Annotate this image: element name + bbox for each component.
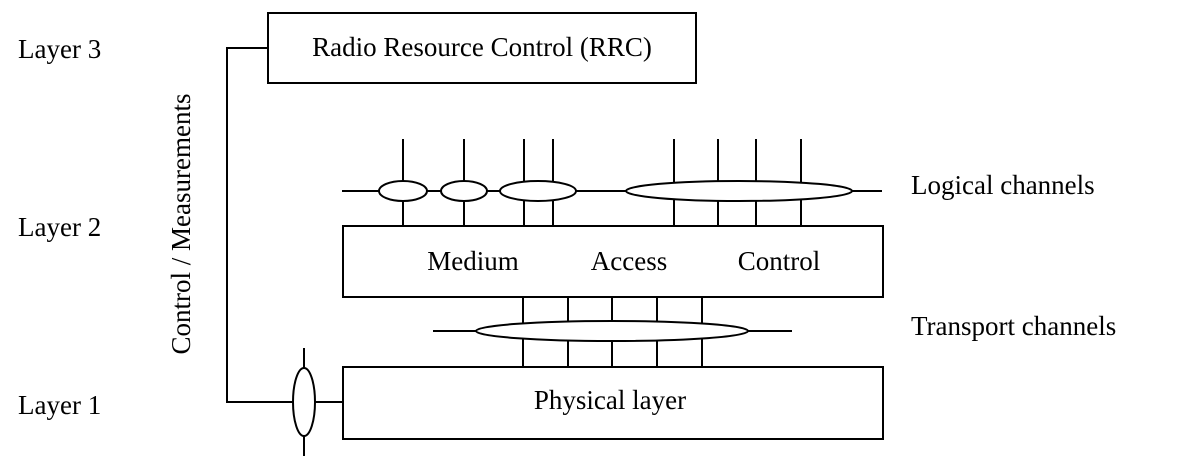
layer-3-label: Layer 3: [18, 34, 101, 64]
layer-2-label: Layer 2: [18, 212, 101, 242]
logical-channels-label: Logical channels: [911, 170, 1095, 200]
logical-sap-ellipse: [440, 180, 488, 202]
mac-word-control: Control: [738, 246, 821, 276]
logical-sap-ellipse: [378, 180, 428, 202]
logical-sap-ellipse: [625, 180, 853, 202]
logical-sap-ellipse: [499, 180, 577, 202]
rrc-label: Radio Resource Control (RRC): [312, 32, 652, 62]
mac-word-medium: Medium: [427, 246, 519, 276]
mac-word-access: Access: [591, 246, 667, 276]
layer-1-label: Layer 1: [18, 390, 101, 420]
transport-sap-ellipse: [475, 320, 749, 342]
control-measurements-label: Control / Measurements: [166, 94, 196, 355]
control-sap-ellipse: [292, 367, 316, 437]
physical-layer-label: Physical layer: [534, 385, 686, 415]
mac-box: [342, 225, 884, 298]
control-connector-line: [226, 47, 304, 403]
physical-layer-box: [342, 366, 884, 440]
transport-channels-label: Transport channels: [911, 311, 1116, 341]
rrc-box: [267, 12, 697, 84]
